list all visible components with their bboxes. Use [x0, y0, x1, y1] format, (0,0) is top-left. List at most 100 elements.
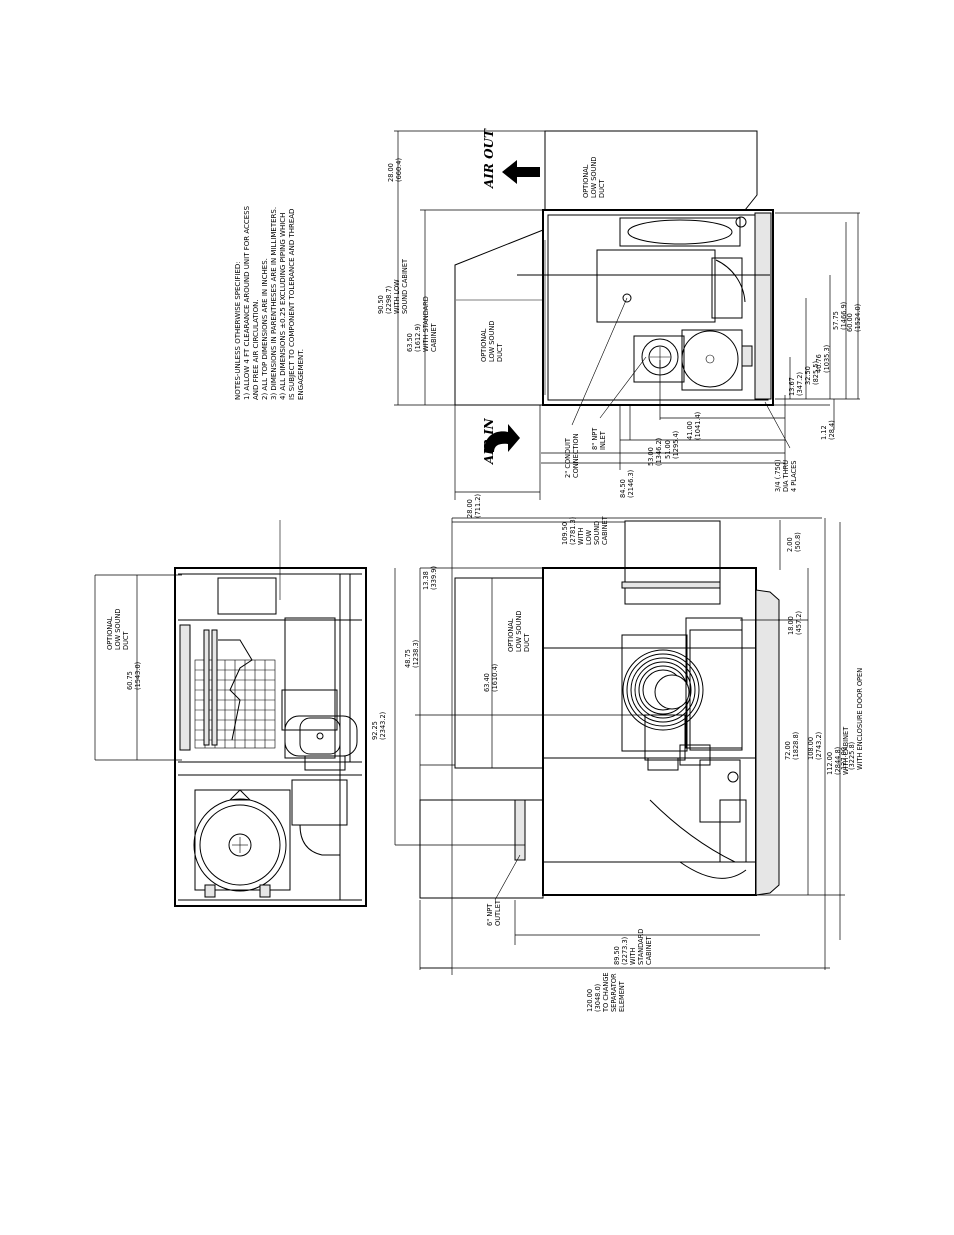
dim-127-00: 127.00 [840, 747, 848, 770]
svg-text:(1466.9): (1466.9) [840, 302, 848, 330]
svg-text:WITH LOW: WITH LOW [393, 279, 401, 314]
svg-text:(1524.0): (1524.0) [854, 304, 862, 332]
note-line: 1) ALLOW 4 FT CLEARANCE AROUND UNIT FOR … [243, 205, 251, 400]
dim-60-75: 60.75 [126, 671, 134, 690]
outlet-label: 6" NPT [486, 903, 494, 926]
svg-text:(1238.3): (1238.3) [412, 640, 420, 668]
side-view: AIR OUT AIR IN OPTIONAL LOW SOUND DUCT O… [377, 128, 862, 518]
inlet-label: 8" NPT [591, 427, 599, 450]
svg-text:WITH: WITH [629, 948, 637, 965]
svg-text:CONNECTION: CONNECTION [572, 433, 580, 478]
dim-112-00: 112.00 [826, 752, 834, 775]
svg-text:(1041.4): (1041.4) [694, 412, 702, 440]
svg-text:SEPARATOR: SEPARATOR [610, 973, 618, 1012]
front-bottom-duct [419, 799, 544, 899]
svg-text:(711.2): (711.2) [474, 494, 482, 518]
svg-text:(1828.8): (1828.8) [792, 732, 800, 760]
cooling-coil [622, 649, 704, 731]
dim-63-50: 63.50 [406, 333, 414, 352]
svg-text:WITH CABINET: WITH CABINET [842, 726, 850, 775]
top-view: OPTIONAL LOW SOUND DUCT 60.75 (1543.0) [94, 520, 367, 907]
svg-text:(50.8): (50.8) [794, 532, 802, 552]
base-rail [754, 212, 772, 400]
dim-53-00: 53.00 [647, 447, 655, 466]
svg-text:INLET: INLET [599, 430, 607, 450]
svg-text:(1543.0): (1543.0) [134, 662, 142, 690]
svg-text:(2298.7): (2298.7) [385, 286, 393, 314]
notes-block: NOTES-UNLESS OTHERWISE SPECIFIED: 1) ALL… [234, 205, 305, 400]
svg-text:(2743.2): (2743.2) [815, 732, 823, 760]
dim-108-00: 108.00 [807, 737, 815, 760]
svg-text:OPTIONAL: OPTIONAL [582, 164, 590, 198]
top-motor [193, 789, 291, 898]
svg-text:(339.9): (339.9) [430, 566, 438, 590]
side-dims-vertical [394, 130, 545, 500]
inlet-leader [599, 356, 647, 419]
svg-text:(347.2): (347.2) [796, 372, 804, 396]
dim-18-00: 18.00 [787, 616, 795, 635]
note-line: IS SUBJECT TO COMPONENT TOLERANCE AND TH… [288, 209, 296, 400]
air-out-label: AIR OUT [482, 128, 496, 189]
inlet-filter [633, 335, 685, 383]
dim-90-50: 90.50 [377, 295, 385, 314]
svg-text:(1295.4): (1295.4) [672, 431, 680, 459]
svg-text:(2844.8): (2844.8) [834, 747, 842, 775]
dim-89-50: 89.50 [613, 946, 621, 965]
air-out-arrow [502, 160, 540, 184]
svg-text:(1612.9): (1612.9) [414, 324, 422, 352]
top-duct-block [217, 577, 277, 615]
svg-text:(2781.3): (2781.3) [569, 517, 577, 545]
top-dims [94, 574, 182, 761]
top-cabinet [174, 567, 367, 907]
fan-housing [619, 217, 741, 247]
side-duct-outline [454, 229, 544, 406]
air-in-arrow [484, 424, 520, 452]
svg-text:(2146.3): (2146.3) [627, 470, 635, 498]
svg-text:4 PLACES: 4 PLACES [790, 461, 798, 492]
svg-text:DUCT: DUCT [523, 632, 531, 652]
dim-57-75: 57.75 [832, 311, 840, 330]
dim-28-top: 28.00 [387, 163, 395, 182]
dim-40-76: 40.76 [815, 354, 823, 373]
svg-text:STANDARD: STANDARD [637, 929, 645, 965]
svg-text:(1346.2): (1346.2) [655, 438, 663, 466]
conduit-leader [571, 297, 628, 426]
front-side-duct [454, 577, 544, 769]
dim-2-00: 2.00 [786, 537, 794, 552]
cabinet-outline [542, 209, 774, 406]
note-line: 3) DIMENSIONS IN PARENTHESES ARE IN MILL… [270, 207, 278, 400]
svg-text:LOW: LOW [585, 529, 593, 545]
svg-text:(28.4): (28.4) [828, 420, 836, 440]
cooler-block [596, 249, 716, 323]
svg-text:(1610.4): (1610.4) [491, 664, 499, 692]
svg-text:LOW SOUND: LOW SOUND [488, 321, 496, 362]
dim-60-00: 60.00 [846, 313, 854, 332]
side-dims-horizontal [541, 212, 860, 470]
svg-text:(2273.3): (2273.3) [621, 937, 629, 965]
svg-text:SOUND: SOUND [593, 521, 601, 545]
svg-text:DIA THRU: DIA THRU [782, 460, 790, 492]
conduit-label: 2" CONDUIT [564, 437, 572, 478]
dim-92-25: 92.25 [371, 721, 379, 740]
dim-48-75: 48.75 [404, 649, 412, 668]
svg-text:DUCT: DUCT [496, 342, 504, 362]
dim-109-50: 109.50 [561, 522, 569, 545]
front-duct-label: OPTIONAL [507, 618, 515, 652]
dim-72-00: 72.00 [784, 741, 792, 760]
conduit-point [622, 293, 632, 303]
note-line: ENGAGEMENT. [297, 349, 305, 400]
dim-1-12: 1.12 [820, 425, 828, 440]
svg-text:OPTIONAL: OPTIONAL [480, 328, 488, 362]
svg-text:DUCT: DUCT [122, 630, 130, 650]
holes-label: 3/4 (.750) [774, 459, 782, 492]
air-in-label: AIR IN [482, 417, 496, 465]
svg-text:WITH: WITH [577, 528, 585, 545]
dim-32-50: 32.50 [804, 366, 812, 385]
top-duct-label: OPTIONAL LOW SOUND DUCT [582, 157, 606, 198]
svg-text:(825.5): (825.5) [812, 361, 820, 385]
svg-text:(457.2): (457.2) [795, 611, 803, 635]
svg-text:OUTLET: OUTLET [494, 899, 502, 926]
svg-text:(660.4): (660.4) [395, 158, 403, 182]
svg-text:CABINET: CABINET [430, 322, 438, 352]
front-cabinet [542, 567, 757, 896]
